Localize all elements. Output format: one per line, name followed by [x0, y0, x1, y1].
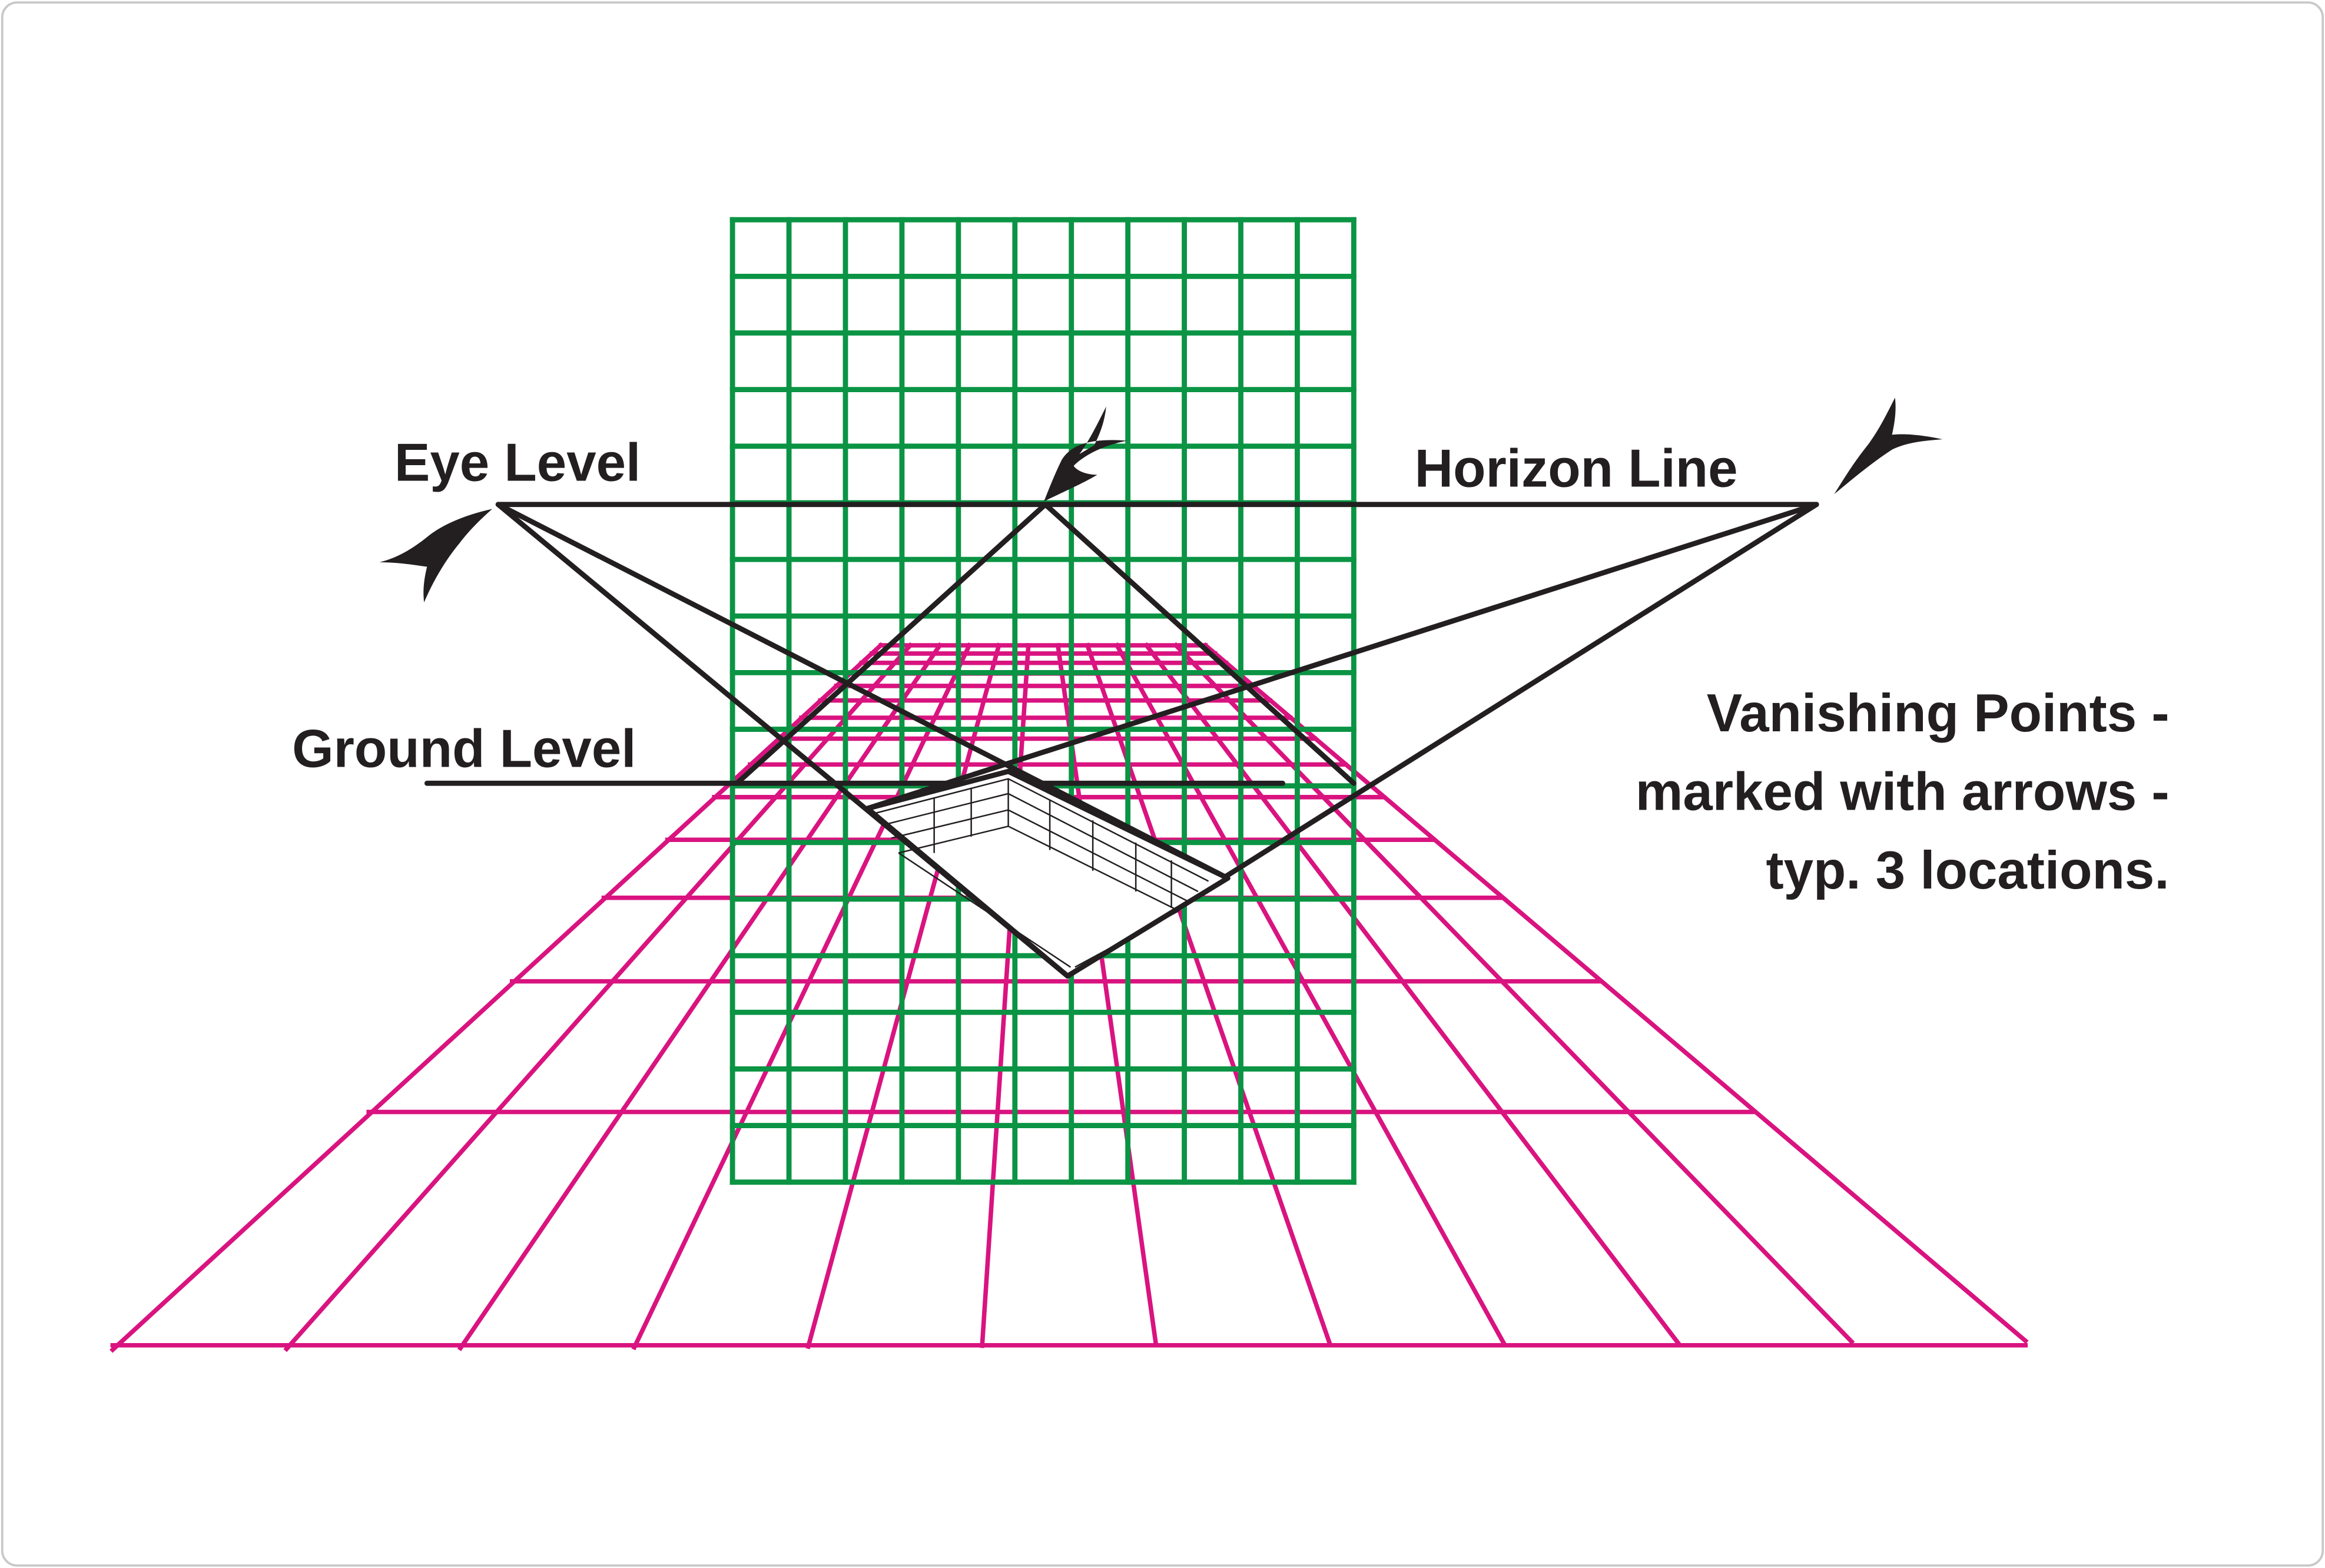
eye-level-label: Eye Level: [394, 433, 641, 492]
arrow-icon-right-vp: [1834, 397, 1943, 495]
ground-level-label: Ground Level: [292, 720, 636, 779]
note-line-3: typ. 3 locations.: [1766, 841, 2169, 900]
floor-grid-line-depth: [1143, 642, 1681, 1346]
center-vp-line-left: [734, 502, 1048, 786]
floor-grid-line-depth: [1055, 642, 1159, 1348]
center-vp-line-right: [1043, 502, 1356, 786]
floor-grid-line-depth: [1113, 642, 1507, 1347]
horizon-line-label: Horizon Line: [1415, 439, 1738, 499]
floor-grid-line-depth: [1173, 642, 1855, 1345]
arrow-icon-center: [1044, 406, 1127, 502]
arrows: [379, 397, 1943, 602]
construction-lines: [424, 502, 1819, 979]
labels: Eye Level Horizon Line Ground Level Vani…: [292, 433, 2169, 900]
arrow-icon-eye-level: [379, 509, 493, 602]
note-line-1: Vanishing Points -: [1707, 684, 2170, 743]
pit: [864, 768, 1231, 979]
floor-grid-line-depth: [1202, 642, 2029, 1344]
left-vp-line-2: [495, 502, 1231, 881]
right-vp-line-1: [864, 502, 1819, 811]
note-line-2: marked with arrows -: [1636, 763, 2170, 822]
